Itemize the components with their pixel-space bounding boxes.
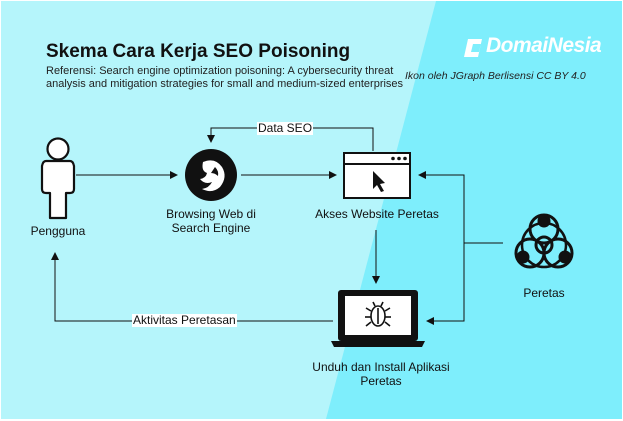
node-label-website: Akses Website Peretas bbox=[315, 207, 439, 221]
reference-text: Referensi: Search engine optimization po… bbox=[46, 65, 404, 90]
edge-label-hacking-activity: Aktivitas Peretasan bbox=[132, 313, 237, 327]
laptop-bug-icon bbox=[331, 290, 425, 347]
edge-label-seo-data: Data SEO bbox=[257, 121, 314, 135]
icon-credit-text: Ikon oleh JGraph Berlisensi CC BY 4.0 bbox=[405, 70, 586, 82]
edge-hacker-to-download bbox=[426, 243, 465, 325]
person-icon bbox=[40, 137, 76, 220]
page-title: Skema Cara Kerja SEO Poisoning bbox=[46, 41, 351, 62]
brand-logo-icon bbox=[464, 39, 482, 57]
firefox-icon bbox=[185, 149, 237, 201]
node-label-download: Unduh dan Install Aplikasi Peretas bbox=[312, 360, 450, 388]
node-label-user: Pengguna bbox=[30, 224, 86, 238]
node-label-browser: Browsing Web di Search Engine bbox=[166, 207, 256, 235]
browser-window-icon bbox=[343, 152, 411, 199]
biohazard-icon bbox=[514, 213, 574, 269]
edge-hacker-to-website bbox=[418, 171, 503, 244]
node-label-hacker: Peretas bbox=[523, 286, 565, 300]
edge-hacking-activity bbox=[51, 252, 333, 322]
brand-name: DomaiNesia bbox=[486, 34, 602, 57]
